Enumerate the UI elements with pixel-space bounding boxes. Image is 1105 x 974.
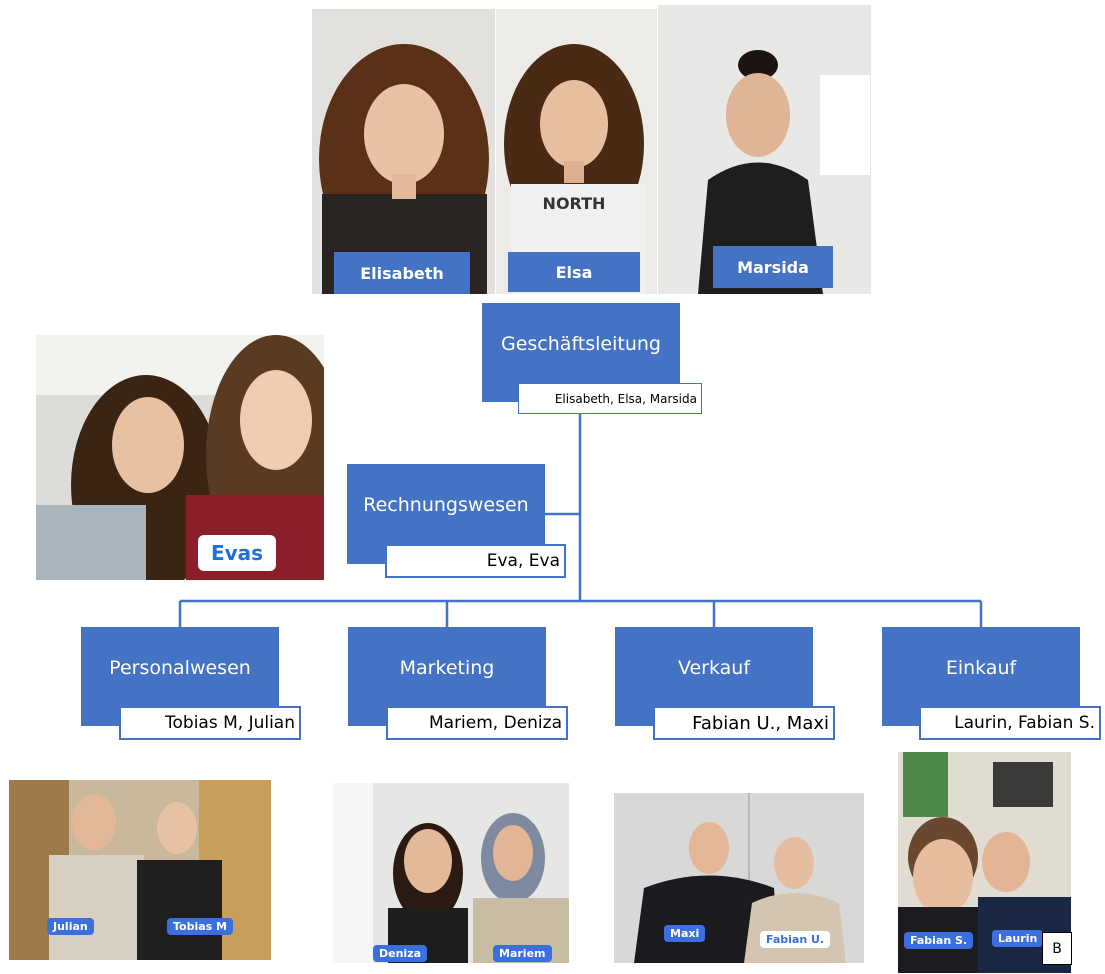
person-illustration: [333, 783, 569, 963]
photo-evas: Evas: [36, 335, 324, 580]
person-illustration: [36, 335, 324, 580]
photo-elsa: NORTH Elsa: [496, 9, 657, 294]
name-pill: Mariem: [493, 945, 552, 962]
photo-marketing-team: Deniza Mariem: [333, 783, 569, 963]
name-pill: Maxi: [664, 925, 706, 942]
node-members: Laurin, Fabian S.: [919, 706, 1101, 740]
node-title: Einkauf: [945, 657, 1017, 679]
node-members: Fabian U., Maxi: [653, 706, 835, 740]
node-title: Geschäftsleitung: [501, 333, 661, 355]
person-illustration: [658, 5, 871, 294]
node-members: Elisabeth, Elsa, Marsida: [518, 383, 702, 414]
node-members: Mariem, Deniza: [386, 706, 568, 740]
node-title: Marketing: [399, 657, 495, 679]
name-pill: Fabian U.: [760, 931, 831, 948]
person-illustration: [614, 793, 864, 963]
name-pill: Deniza: [373, 945, 428, 962]
svg-text:NORTH: NORTH: [543, 194, 606, 213]
node-title: Personalwesen: [109, 657, 251, 679]
name-tag: Elisabeth: [334, 252, 470, 294]
name-pill: Tobias M: [167, 918, 233, 935]
node-title: Verkauf: [677, 657, 751, 679]
photo-elisabeth: Elisabeth: [312, 9, 495, 294]
photo-einkauf-team: Fabian S. Laurin: [898, 752, 1071, 973]
photo-personalwesen-team: Julian Tobias M: [9, 780, 271, 960]
name-tag: Elsa: [508, 252, 640, 292]
name-pill: Fabian S.: [904, 932, 974, 949]
badge-b: B: [1042, 932, 1072, 965]
node-title: Rechnungswesen: [363, 494, 529, 516]
node-members: Tobias M, Julian: [119, 706, 301, 740]
photo-verkauf-team: Maxi Fabian U.: [614, 793, 864, 963]
name-pill: Laurin: [992, 930, 1044, 947]
name-tag: Marsida: [713, 246, 833, 288]
name-pill: Julian: [47, 918, 94, 935]
name-tag: Evas: [198, 535, 276, 571]
person-illustration: [312, 9, 495, 294]
node-members: Eva, Eva: [385, 544, 566, 578]
photo-marsida: Marsida: [658, 5, 871, 294]
